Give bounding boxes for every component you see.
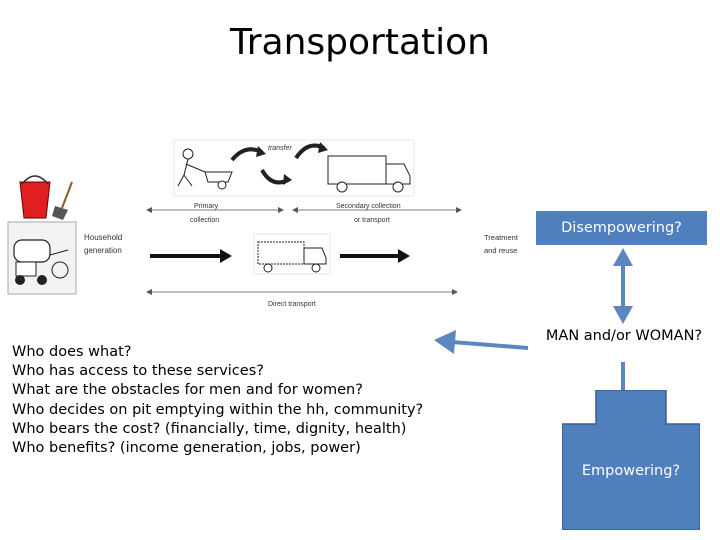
transfer-arrows-icon	[230, 142, 328, 185]
household-latrine-icon	[7, 221, 77, 295]
shovel-icon	[52, 181, 73, 220]
question-item: Who benefits? (income generation, jobs, …	[12, 440, 361, 457]
transport-label: or transport	[354, 217, 390, 224]
treatment-label: Treatment	[484, 233, 519, 242]
slide-title: Transportation	[230, 22, 490, 63]
disempowering-box: Disempowering?	[536, 211, 707, 245]
secondary-collection-arrow	[292, 207, 462, 213]
direct-transport-label: Direct transport	[268, 301, 316, 308]
transport-diagram: Household generation transfer Primary co…	[7, 139, 519, 308]
bucket-icon	[19, 175, 51, 219]
empowering-shape	[562, 390, 700, 530]
direct-transport-arrow	[146, 289, 458, 295]
primary-collection-arrow	[146, 207, 284, 213]
man-woman-label: MAN and/or WOMAN?	[545, 328, 703, 344]
questions-list: Who does what? Who has access to these s…	[12, 343, 423, 458]
truck-to-treatment-arrow	[340, 249, 410, 263]
collection-label: collection	[190, 217, 219, 224]
transfer-label: transfer	[268, 145, 292, 152]
question-item: Who does what?	[12, 344, 132, 360]
reuse-label: and reuse	[484, 246, 517, 255]
household-to-truck-arrow	[150, 249, 232, 263]
disempowering-label: Disempowering?	[561, 220, 682, 236]
question-item: Who bears the cost? (financially, time, …	[12, 420, 407, 437]
dump-truck-icon	[253, 233, 331, 275]
collection-truck-icon	[327, 155, 411, 193]
primary-label: Primary	[194, 203, 219, 210]
left-arrow	[434, 330, 529, 354]
question-item: Who decides on pit emptying within the h…	[12, 401, 424, 418]
generation-label: generation	[84, 246, 122, 255]
cart-worker-icon	[177, 148, 233, 190]
household-label: Household	[84, 233, 122, 242]
up-down-arrow-top	[613, 248, 633, 324]
question-item: Who has access to these services?	[12, 363, 264, 380]
question-item: What are the obstacles for men and for w…	[12, 382, 363, 399]
empowering-label: Empowering?	[581, 463, 681, 479]
secondary-label: Secondary collection	[336, 203, 401, 210]
